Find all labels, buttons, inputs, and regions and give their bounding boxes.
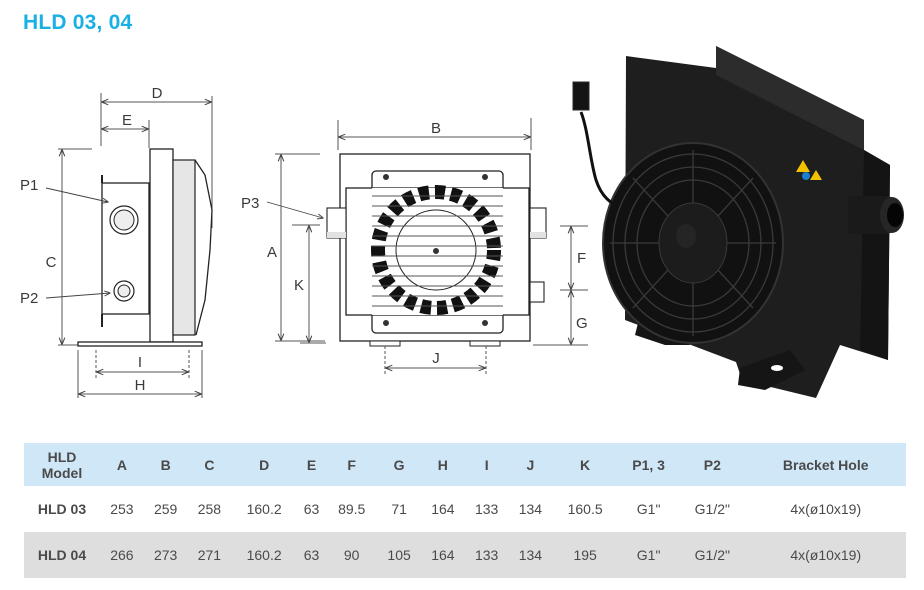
header-k: K bbox=[552, 443, 618, 486]
cell-a: 266 bbox=[100, 532, 144, 578]
cell-h: 164 bbox=[420, 486, 465, 532]
cell-p1-3: G1" bbox=[617, 486, 680, 532]
header-d: D bbox=[231, 443, 297, 486]
cell-d: 160.2 bbox=[231, 486, 297, 532]
cell-model: HLD 04 bbox=[24, 532, 100, 578]
header-bracket-hole: Bracket Hole bbox=[745, 443, 906, 486]
cell-f: 89.5 bbox=[326, 486, 378, 532]
cell-b: 259 bbox=[143, 486, 188, 532]
header-f: F bbox=[326, 443, 378, 486]
cell-b: 273 bbox=[143, 532, 188, 578]
dim-label-k: K bbox=[294, 277, 304, 294]
cell-a: 253 bbox=[100, 486, 144, 532]
front-view-drawing: B bbox=[241, 118, 588, 376]
dim-label-c: C bbox=[46, 254, 57, 271]
product-render bbox=[572, 46, 904, 398]
dim-label-d: D bbox=[152, 85, 163, 102]
header-g: G bbox=[377, 443, 421, 486]
header-j: J bbox=[508, 443, 553, 486]
cell-h: 164 bbox=[420, 532, 465, 578]
cell-f: 90 bbox=[326, 532, 378, 578]
cell-j: 134 bbox=[508, 532, 553, 578]
header-b: B bbox=[143, 443, 188, 486]
cell-e: 63 bbox=[296, 532, 327, 578]
header-e: E bbox=[296, 443, 327, 486]
cell-g: 71 bbox=[377, 486, 421, 532]
cell-k: 160.5 bbox=[552, 486, 618, 532]
header-a: A bbox=[100, 443, 144, 486]
cell-c: 271 bbox=[187, 532, 232, 578]
cell-p2: G1/2" bbox=[679, 532, 746, 578]
cell-p2: G1/2" bbox=[679, 486, 746, 532]
table-row: HLD 04 266 273 271 160.2 63 90 105 164 1… bbox=[24, 532, 906, 578]
cell-c: 258 bbox=[187, 486, 232, 532]
dim-label-h: H bbox=[135, 377, 146, 394]
cell-g: 105 bbox=[377, 532, 421, 578]
page-title: HLD 03, 04 bbox=[23, 11, 133, 34]
dim-label-f: F bbox=[577, 250, 586, 267]
dim-label-i: I bbox=[138, 354, 142, 371]
header-p1-3: P1, 3 bbox=[617, 443, 680, 486]
header-c: C bbox=[187, 443, 232, 486]
dim-label-g: G bbox=[576, 315, 588, 332]
callout-p2: P2 bbox=[20, 290, 38, 307]
cell-bracket-hole: 4x(ø10x19) bbox=[745, 532, 906, 578]
header-i: I bbox=[464, 443, 509, 486]
header-p2: P2 bbox=[679, 443, 746, 486]
dim-label-a: A bbox=[267, 244, 277, 261]
callout-p1: P1 bbox=[20, 177, 38, 194]
cell-p1-3: G1" bbox=[617, 532, 680, 578]
side-view-drawing: D E C P1 P2 I H bbox=[20, 85, 213, 398]
cell-j: 134 bbox=[508, 486, 553, 532]
cell-i: 133 bbox=[464, 486, 509, 532]
header-h: H bbox=[420, 443, 465, 486]
table-row: HLD 03 253 259 258 160.2 63 89.5 71 164 … bbox=[24, 486, 906, 532]
callout-p3: P3 bbox=[241, 195, 259, 212]
cell-model: HLD 03 bbox=[24, 486, 100, 532]
dim-label-b: B bbox=[431, 120, 441, 137]
technical-drawings: D E C P1 P2 I H bbox=[20, 46, 904, 398]
cell-bracket-hole: 4x(ø10x19) bbox=[745, 486, 906, 532]
dim-label-j: J bbox=[432, 350, 440, 367]
cell-d: 160.2 bbox=[231, 532, 297, 578]
fan-grille bbox=[371, 185, 503, 315]
cell-k: 195 bbox=[552, 532, 618, 578]
dim-label-e: E bbox=[122, 112, 132, 129]
cell-i: 133 bbox=[464, 532, 509, 578]
cell-e: 63 bbox=[296, 486, 327, 532]
